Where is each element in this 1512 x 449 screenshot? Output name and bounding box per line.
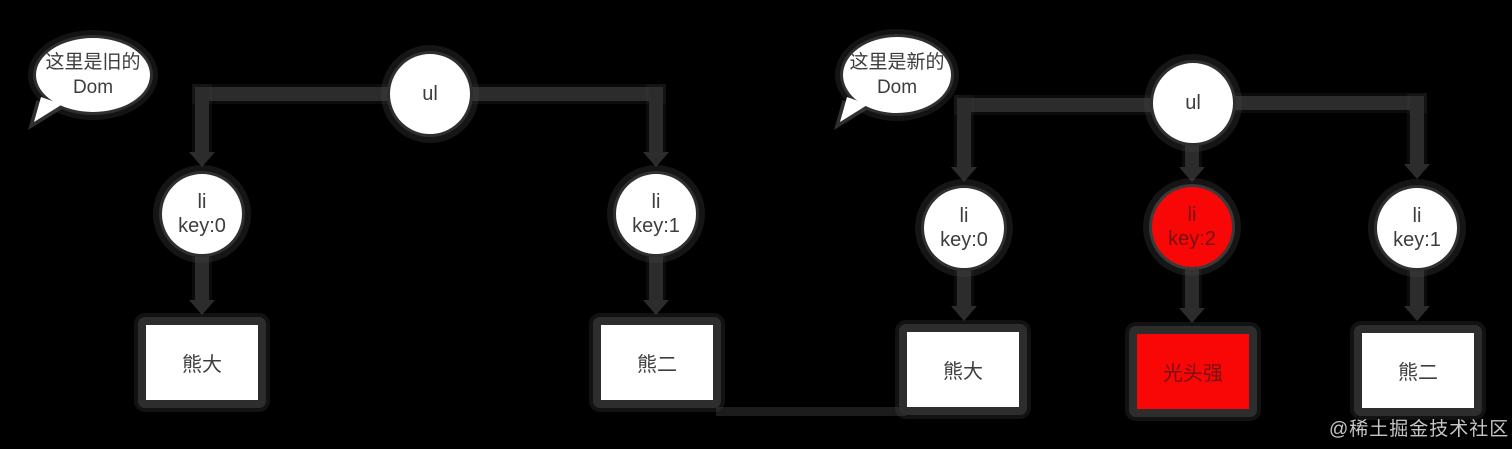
node-key: key:0	[178, 215, 226, 237]
node-tag: li	[651, 191, 661, 213]
node-label: ul	[1185, 92, 1201, 114]
leaf-label: 熊二	[637, 354, 677, 376]
arrow-down-icon	[643, 152, 669, 167]
leaf-label: 熊大	[182, 354, 222, 376]
new-bubble-text-line1: 这里是新的	[849, 52, 945, 73]
arrow-down-icon	[1404, 164, 1430, 179]
arrow-down-icon	[1179, 167, 1205, 182]
arrow-down-icon	[1179, 308, 1205, 323]
new-leaf-guangtouqiang-highlighted: 光头强	[1129, 326, 1257, 417]
arrow-down-icon	[643, 300, 669, 315]
connector-line	[1410, 269, 1424, 308]
new-li-key2-node-highlighted: li key:2	[1149, 184, 1235, 270]
tree-separator-line	[716, 407, 906, 416]
node-tag: li	[1187, 204, 1197, 226]
node-tag: li	[197, 191, 207, 213]
leaf-label: 熊大	[943, 361, 983, 383]
connector-line	[649, 87, 663, 153]
arrow-down-icon	[189, 152, 215, 167]
connector-line	[195, 87, 209, 153]
old-bubble-text-line2: Dom	[72, 77, 114, 98]
new-li-key0-node: li key:0	[921, 185, 1007, 271]
new-bubble-text-line2: Dom	[876, 77, 918, 98]
connector-line	[195, 87, 390, 101]
connector-line	[195, 255, 209, 301]
arrow-down-icon	[189, 300, 215, 315]
node-tag: li	[959, 205, 969, 227]
connector-line	[1410, 96, 1424, 166]
node-key: key:0	[940, 229, 988, 251]
old-li-key1-node: li key:1	[613, 171, 699, 257]
node-tag: li	[1412, 205, 1422, 227]
connector-line	[957, 269, 971, 307]
arrow-down-icon	[1404, 306, 1430, 321]
connector-line	[1185, 269, 1199, 310]
connector-line	[1185, 143, 1199, 169]
new-dom-bubble: 这里是新的 Dom	[840, 34, 954, 116]
connector-line	[957, 98, 1152, 112]
node-key: key:1	[1393, 229, 1441, 251]
arrow-down-icon	[951, 306, 977, 321]
connector-line	[649, 255, 663, 301]
old-bubble-text-line1: 这里是旧的	[45, 52, 141, 73]
new-leaf-xiongda: 熊大	[899, 324, 1027, 415]
old-li-key0-node: li key:0	[159, 171, 245, 257]
arrow-down-icon	[951, 167, 977, 182]
connector-line	[1232, 96, 1424, 110]
new-ul-node: ul	[1150, 60, 1236, 146]
new-li-key1-node: li key:1	[1374, 185, 1460, 271]
leaf-label: 熊二	[1398, 362, 1438, 384]
node-key: key:2	[1168, 228, 1216, 250]
node-key: key:1	[632, 215, 680, 237]
new-leaf-xionger: 熊二	[1354, 325, 1482, 416]
old-leaf-xionger: 熊二	[593, 317, 721, 408]
old-ul-node: ul	[387, 51, 473, 137]
leaf-label: 光头强	[1163, 363, 1223, 385]
juejin-watermark: @稀土掘金技术社区	[1329, 419, 1510, 440]
connector-line	[470, 87, 663, 101]
old-leaf-xiongda: 熊大	[138, 317, 266, 408]
node-label: ul	[422, 83, 438, 105]
connector-line	[957, 98, 971, 168]
